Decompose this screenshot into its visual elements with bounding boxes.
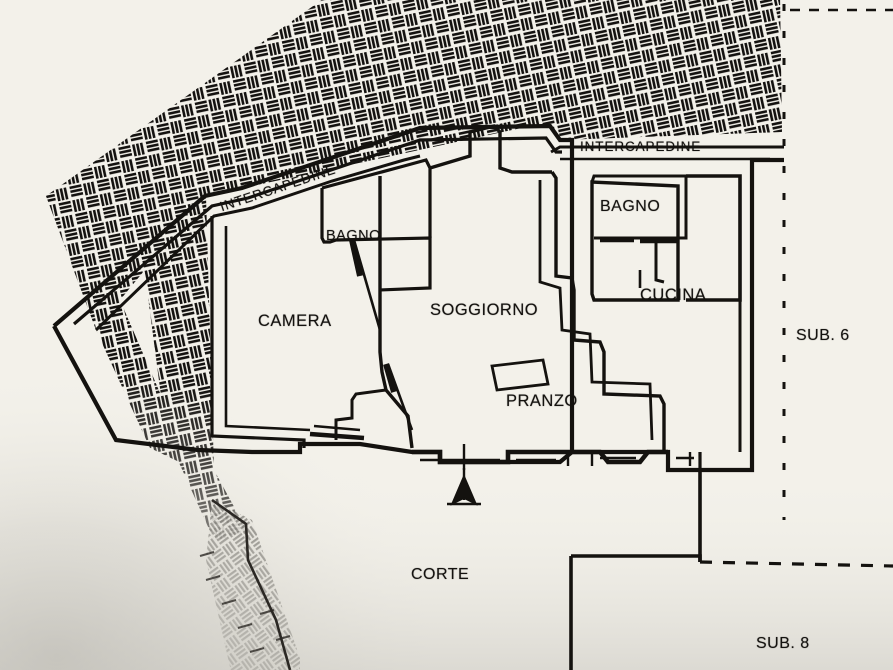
parcel-label-sub-6: SUB. 6 — [796, 327, 850, 344]
room-label-cucina: CUCINA — [640, 286, 707, 304]
bagno-left-top — [321, 158, 432, 238]
room-label-bagno-right: BAGNO — [600, 198, 661, 215]
camera-door-swing — [386, 363, 414, 431]
property-boundary-dashed — [782, 4, 893, 520]
cucina-partition — [654, 240, 665, 284]
right-step — [666, 452, 702, 472]
room-label-camera: CAMERA — [258, 312, 332, 330]
terrain-left-edge — [211, 498, 292, 670]
camera-exterior-door-inner — [313, 424, 361, 438]
annotation-intercapedine-right: INTERCAPEDINE — [580, 139, 702, 154]
sub8-parcel-outline — [569, 470, 893, 670]
intercapedine-line-right — [550, 145, 784, 154]
hatch-region-upper-right — [398, 0, 782, 140]
parcel-label-sub-8: SUB. 8 — [756, 635, 810, 652]
bagno-left-door-swing — [352, 239, 382, 331]
page-bottom-shading — [0, 470, 893, 670]
apartment-walls — [52, 123, 784, 473]
intercapedine-line-left — [94, 154, 421, 332]
lower-tail-dash-marks — [199, 551, 291, 653]
soggiorno-right-wall-inner — [538, 180, 654, 441]
soggiorno-lower-stub — [334, 388, 387, 440]
hatch-region-bridge — [333, 0, 440, 130]
north-arrow-icon — [447, 468, 481, 506]
bagno-left-walls — [320, 188, 432, 292]
bagno-left-door-leaf — [349, 239, 363, 277]
soggiorno-top-notch — [429, 124, 552, 174]
room-label-pranzo: PRANZO — [506, 392, 578, 410]
right-block-outer — [590, 180, 680, 302]
room-label-bagno-left: BAGNO — [326, 228, 381, 244]
soggiorno-right-wall — [550, 171, 666, 452]
sub8-boundary-dashed — [699, 560, 893, 568]
area-label-corte: CORTE — [411, 566, 470, 583]
camera-room-walls — [210, 216, 306, 448]
camera-room-inner — [224, 226, 311, 432]
pranzo-table — [490, 358, 550, 392]
room-label-soggiorno: SOGGIORNO — [430, 301, 539, 319]
camera-door-leaf — [383, 363, 397, 393]
inner-wall-perimeter — [72, 136, 562, 326]
courtyard-wall-run-inner — [420, 456, 636, 462]
